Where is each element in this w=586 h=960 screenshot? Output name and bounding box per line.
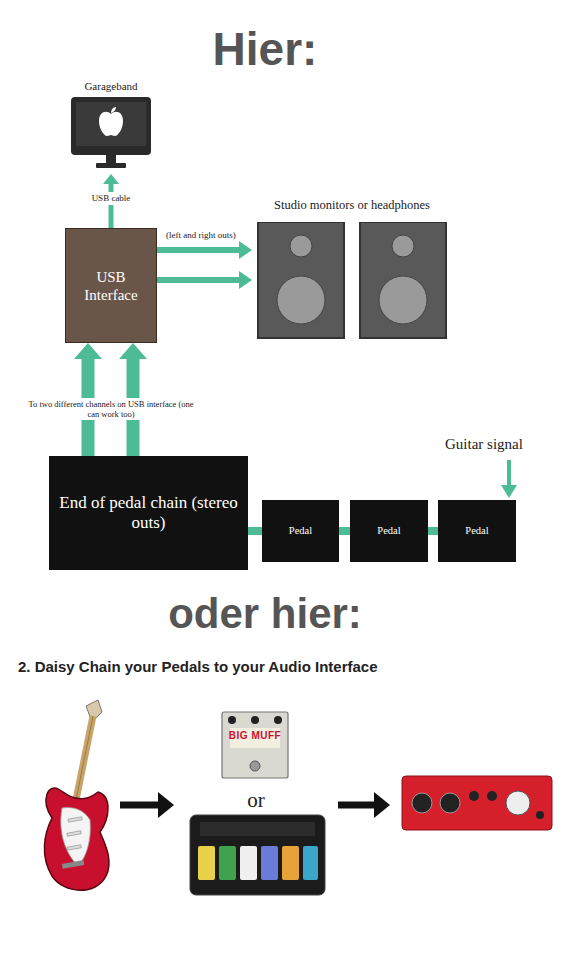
connector <box>157 271 252 289</box>
edge-label-box: (left and right outs) <box>163 229 239 242</box>
computer-icon: Garageband <box>60 80 162 174</box>
flow-arrow <box>338 792 390 818</box>
node-text: Studio monitors or headphones <box>274 198 430 213</box>
node-text: Pedal <box>377 525 400 538</box>
connector-line <box>339 527 350 535</box>
section-heading: oder hier: <box>168 590 362 638</box>
audio-interface <box>402 776 552 830</box>
pedal-box: Pedal <box>438 500 516 562</box>
pedal-chain-end: End of pedal chain (stereo outs) <box>49 456 248 570</box>
pedal-brand: BIG MUFF <box>229 730 281 741</box>
node-text: Pedal <box>289 525 312 538</box>
connector-line <box>157 247 240 253</box>
edge-label-box: To two different channels on USB interfa… <box>19 398 203 420</box>
pedal-box: Pedal <box>350 500 428 562</box>
page-title: Hier: <box>213 22 318 76</box>
title-text: Hier: <box>213 22 318 76</box>
edge-label-box: USB cable <box>89 192 134 205</box>
interface-box: USB Interface <box>65 228 157 343</box>
arrow-head <box>103 174 119 184</box>
connector <box>157 241 252 259</box>
signal-label-box: Guitar signal <box>445 436 523 453</box>
monitor-icon <box>69 96 153 172</box>
connector-line <box>157 277 240 283</box>
connector-line <box>109 183 114 228</box>
node-text: End of pedal chain (stereo outs) <box>55 493 242 534</box>
arrow-head <box>74 343 102 359</box>
fuzz-pedal <box>222 712 288 778</box>
connector <box>339 531 350 532</box>
arrow-head <box>119 343 147 359</box>
edge-label: USB cable <box>89 192 134 205</box>
or-word-box: or <box>247 788 265 813</box>
step-heading-box: 2. Daisy Chain your Pedals to your Audio… <box>18 658 378 675</box>
speaker-group: Studio monitors or headphones <box>252 198 452 340</box>
section-heading-box: oder hier: <box>168 590 362 638</box>
edge-label: (left and right outs) <box>163 229 239 242</box>
connector-line <box>248 527 262 535</box>
step-heading: 2. Daisy Chain your Pedals to your Audio… <box>18 658 378 675</box>
node-text: Garageband <box>84 80 137 93</box>
or-word: or <box>247 788 265 813</box>
signal-label: Guitar signal <box>445 436 523 453</box>
node-text: USB Interface <box>72 268 150 304</box>
node-text: Pedal <box>465 525 488 538</box>
guitar-illustration <box>44 700 109 890</box>
flow-arrow <box>120 792 174 818</box>
pedal-box: Pedal <box>262 500 339 562</box>
connector-line <box>428 527 438 535</box>
signal-arrow <box>501 460 517 498</box>
pedalboard <box>190 815 325 895</box>
connector <box>248 531 262 532</box>
edge-label: To two different channels on USB interfa… <box>19 398 203 420</box>
arrow-head <box>239 241 252 259</box>
speaker-pair <box>252 222 452 340</box>
pedal-brand-box: BIG MUFF <box>229 730 281 741</box>
arrow-head <box>239 271 252 289</box>
connector <box>428 531 438 532</box>
